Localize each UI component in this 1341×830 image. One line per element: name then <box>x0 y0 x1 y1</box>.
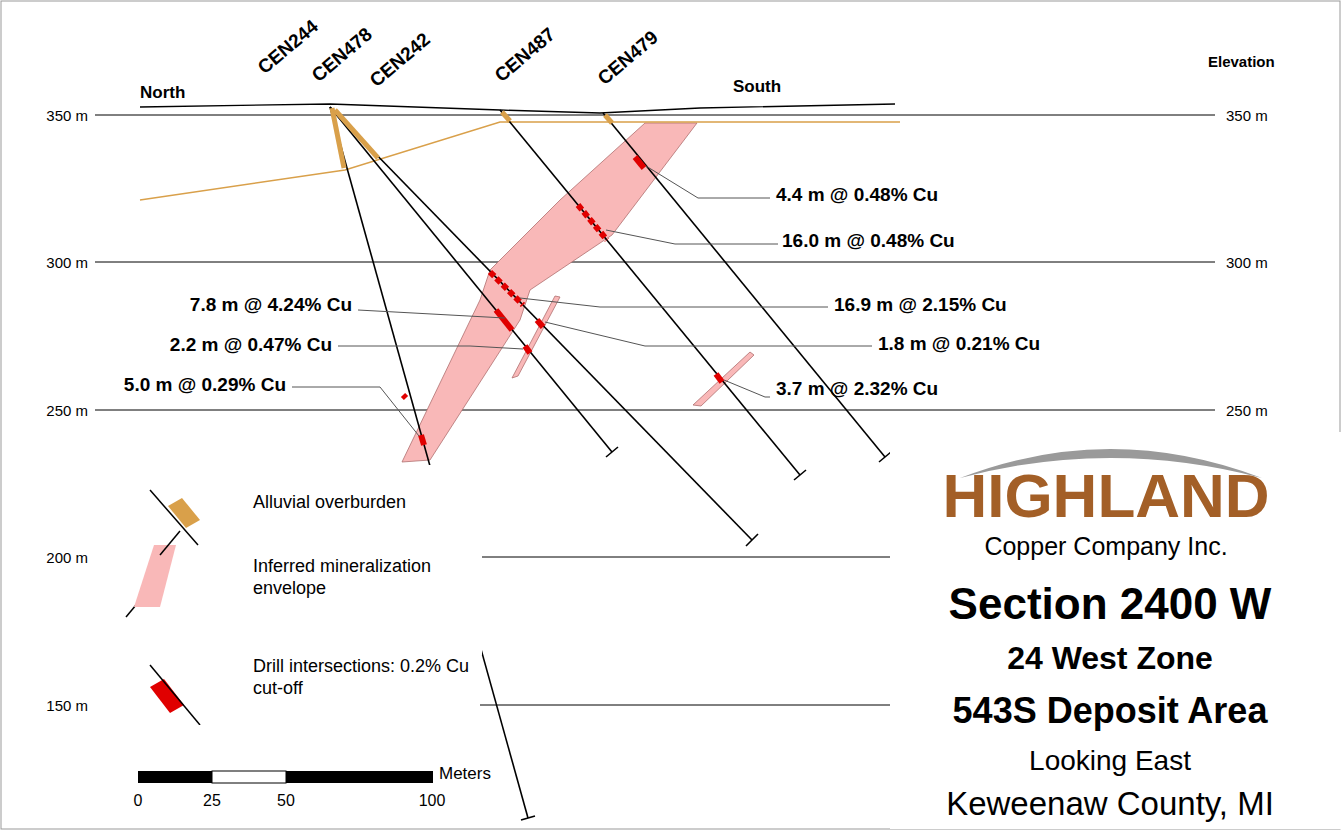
intersection-callout: 2.2 m @ 0.47% Cu <box>170 334 332 356</box>
intersection-callout: 4.4 m @ 0.48% Cu <box>776 184 938 206</box>
elevation-label: 200 m <box>46 549 88 566</box>
legend-swatch <box>150 679 184 713</box>
scale-tick: 0 <box>134 792 143 810</box>
deposit-area: 543S Deposit Area <box>953 690 1268 731</box>
legend-swatch <box>134 545 176 607</box>
direction-label: South <box>733 77 781 97</box>
scale-tick: 100 <box>419 792 446 810</box>
scale-unit: Meters <box>439 764 491 784</box>
elevation-label: 350 m <box>1226 107 1268 124</box>
legend-sample-line <box>150 665 200 725</box>
direction-label: North <box>140 83 185 103</box>
legend-sample <box>120 525 210 625</box>
intersection-callout: 7.8 m @ 4.24% Cu <box>190 294 352 316</box>
scale-tick: 25 <box>203 792 221 810</box>
section-title: Section 2400 W <box>949 580 1272 628</box>
intersection-callout: 5.0 m @ 0.29% Cu <box>124 374 286 396</box>
legend-text: Drill intersections: 0.2% Cu cut-off <box>253 655 478 700</box>
legend-sample-line <box>160 531 180 555</box>
legend-sample <box>120 625 210 725</box>
elevation-label: 300 m <box>1226 254 1268 271</box>
legend-swatch <box>168 498 200 528</box>
elevation-label: 350 m <box>46 107 88 124</box>
axis-title: Elevation <box>1208 53 1275 70</box>
legend-sample-line <box>150 490 198 545</box>
elevation-label: 250 m <box>1226 402 1268 419</box>
intersection-callout: 3.7 m @ 2.32% Cu <box>776 378 938 400</box>
view-direction: Looking East <box>1029 745 1191 777</box>
elevation-label: 300 m <box>46 254 88 271</box>
zone-name: 24 West Zone <box>1007 640 1213 677</box>
elevation-label: 150 m <box>46 697 88 714</box>
drill-hole-id: CEN479 <box>593 27 662 90</box>
legend-text: Inferred mineralization envelope <box>253 555 478 600</box>
elevation-label: 250 m <box>46 402 88 419</box>
intersection-callout: 16.9 m @ 2.15% Cu <box>834 294 1007 316</box>
company-logo: HIGHLAND <box>942 460 1269 531</box>
intersection-callout: 16.0 m @ 0.48% Cu <box>782 230 955 252</box>
intersection-callout: 1.8 m @ 0.21% Cu <box>878 333 1040 355</box>
scale-tick: 50 <box>277 792 295 810</box>
company-name: Copper Company Inc. <box>984 532 1227 561</box>
drill-hole-id: CEN487 <box>490 24 559 87</box>
legend-sample <box>120 450 210 550</box>
legend-text: Alluvial overburden <box>253 491 478 514</box>
location: Keweenaw County, MI <box>946 785 1274 823</box>
drill-hole-id: CEN242 <box>365 29 434 92</box>
